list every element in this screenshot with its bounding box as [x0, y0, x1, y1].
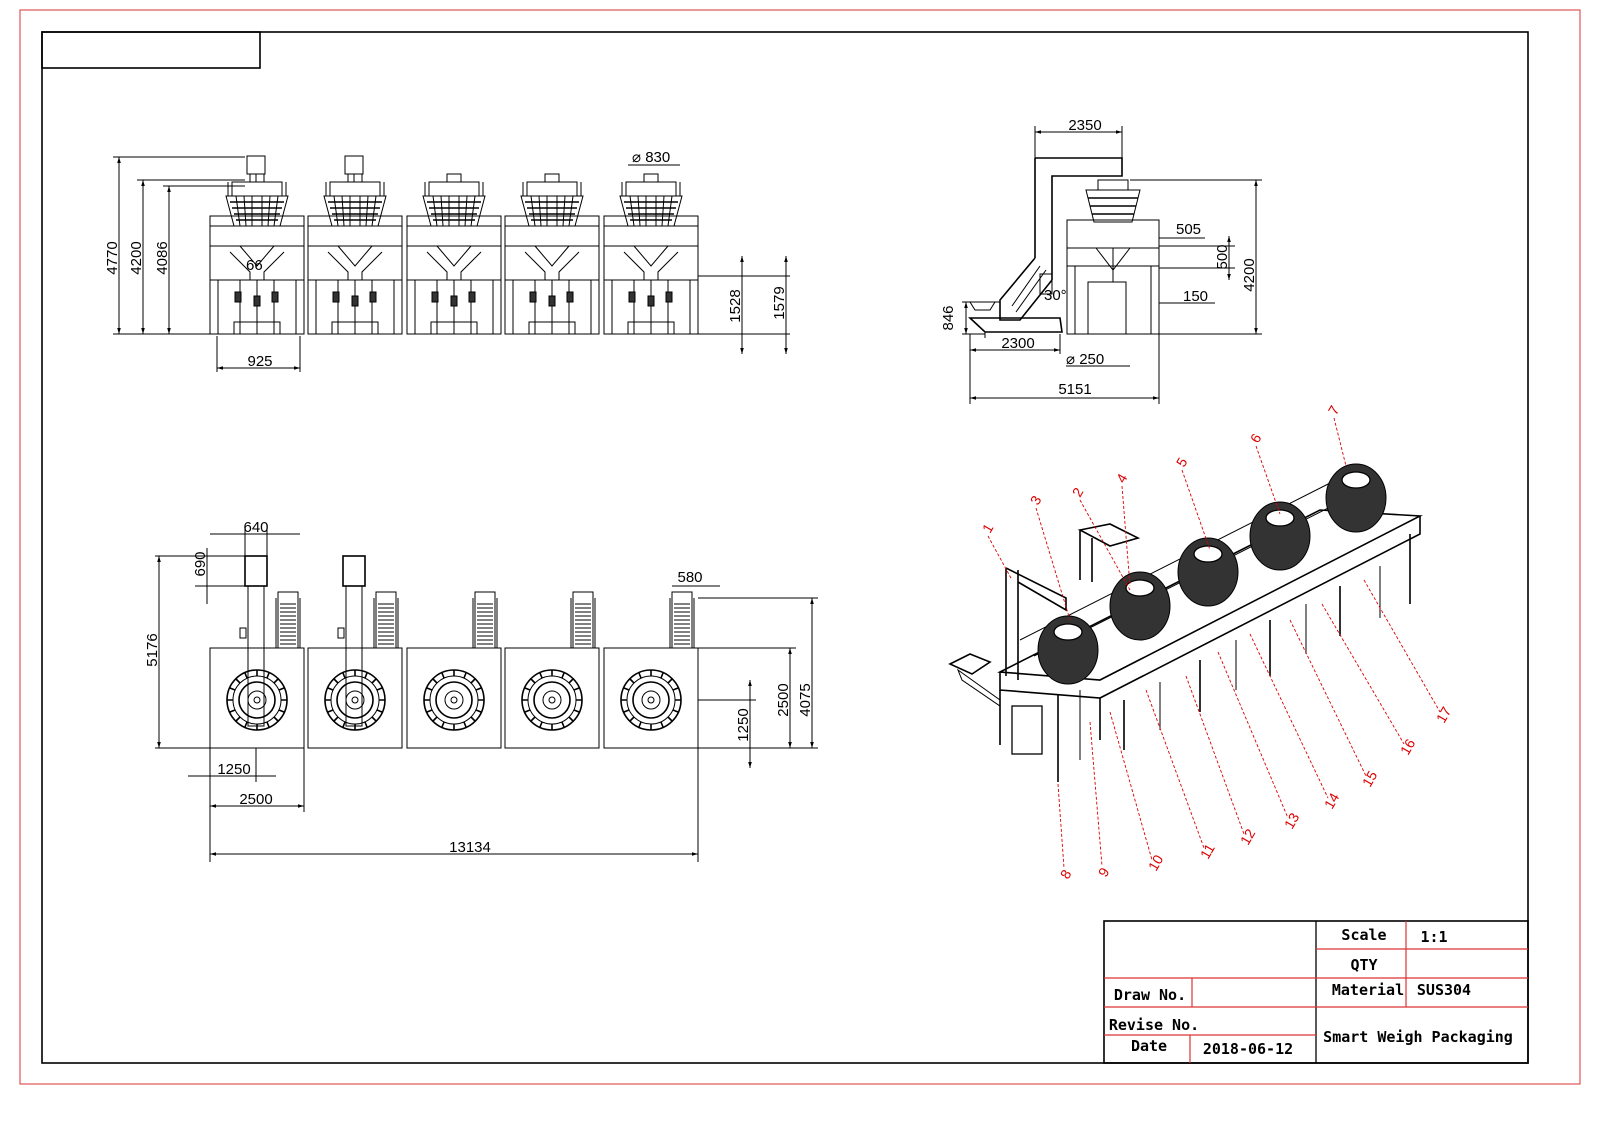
dim-4075: 4075: [797, 683, 814, 716]
revise-no-label: Revise No.: [1109, 1016, 1199, 1034]
iso-label-9: 9: [1095, 865, 1113, 880]
dim-4086: 4086: [154, 241, 171, 274]
outer-frame: [19, 9, 1581, 1085]
dim-1250-bottom: 1250: [217, 761, 250, 778]
dim-1528: 1528: [727, 289, 744, 322]
dim-2500-right: 2500: [775, 683, 792, 716]
inner-frame: [41, 31, 1529, 1064]
dim-4200-side: 4200: [1241, 258, 1258, 291]
corner-label-box: [41, 31, 261, 69]
dim-66: 66: [246, 257, 263, 274]
draw-no-label: Draw No.: [1114, 986, 1186, 1004]
dim-4200: 4200: [128, 241, 145, 274]
dim-2350: 2350: [1068, 117, 1101, 134]
iso-label-2: 2: [1069, 485, 1087, 500]
dim-2300: 2300: [1001, 335, 1034, 352]
material-label: Material: [1332, 981, 1404, 999]
material-value: SUS304: [1417, 981, 1471, 999]
iso-label-5: 5: [1173, 455, 1191, 470]
title-block: Scale 1:1 QTY Material SUS304 Draw No. R…: [1103, 920, 1529, 1064]
iso-label-10: 10: [1145, 852, 1167, 874]
iso-label-14: 14: [1321, 790, 1343, 812]
dim-150: 150: [1183, 288, 1208, 305]
front-view: 4770 4200 4086 66 925 ⌀ 830 1528 1579: [104, 149, 790, 372]
dim-505: 505: [1176, 221, 1201, 238]
iso-label-7: 7: [1325, 403, 1343, 418]
company-name: Smart Weigh Packaging: [1323, 1028, 1513, 1046]
date-label: Date: [1131, 1037, 1167, 1055]
iso-label-3: 3: [1027, 493, 1045, 508]
iso-label-8: 8: [1057, 867, 1075, 882]
qty-label: QTY: [1350, 956, 1377, 974]
dim-2500-bottom: 2500: [239, 791, 272, 808]
dim-580: 580: [677, 569, 702, 586]
dim-13134: 13134: [449, 839, 491, 856]
dim-dia-250: ⌀ 250: [1066, 351, 1104, 368]
iso-label-13: 13: [1281, 810, 1303, 832]
iso-label-17: 17: [1433, 704, 1455, 726]
scale-value: 1:1: [1420, 928, 1447, 946]
iso-label-1: 1: [979, 521, 997, 536]
scale-label: Scale: [1341, 926, 1386, 944]
dim-dia-830: ⌀ 830: [632, 149, 670, 166]
top-view: 640 690 5176 580 1250 2500 4075 1250 250…: [144, 519, 818, 862]
dim-4770: 4770: [104, 241, 121, 274]
iso-label-16: 16: [1397, 736, 1419, 758]
dim-5151: 5151: [1058, 381, 1091, 398]
side-view: 2350 505 500 4200 30° 150 846 2300 ⌀ 250…: [940, 117, 1262, 404]
dim-1250-right: 1250: [735, 708, 752, 741]
dim-925: 925: [247, 353, 272, 370]
dim-1579: 1579: [771, 286, 788, 319]
dim-500: 500: [1214, 244, 1231, 269]
iso-label-11: 11: [1197, 841, 1218, 862]
dim-690: 690: [192, 551, 209, 576]
iso-label-12: 12: [1237, 826, 1259, 848]
date-value: 2018-06-12: [1203, 1040, 1293, 1058]
dim-640: 640: [243, 519, 268, 536]
dim-5176: 5176: [144, 633, 161, 666]
iso-label-6: 6: [1247, 431, 1265, 446]
iso-label-15: 15: [1359, 768, 1381, 790]
iso-label-4: 4: [1113, 471, 1131, 486]
dim-30-deg: 30°: [1044, 287, 1067, 304]
isometric-view: 1 2 3 4 5 6 7 8 9 10 11 12 13 14 15 16 1…: [948, 403, 1455, 882]
dim-846: 846: [940, 305, 957, 330]
